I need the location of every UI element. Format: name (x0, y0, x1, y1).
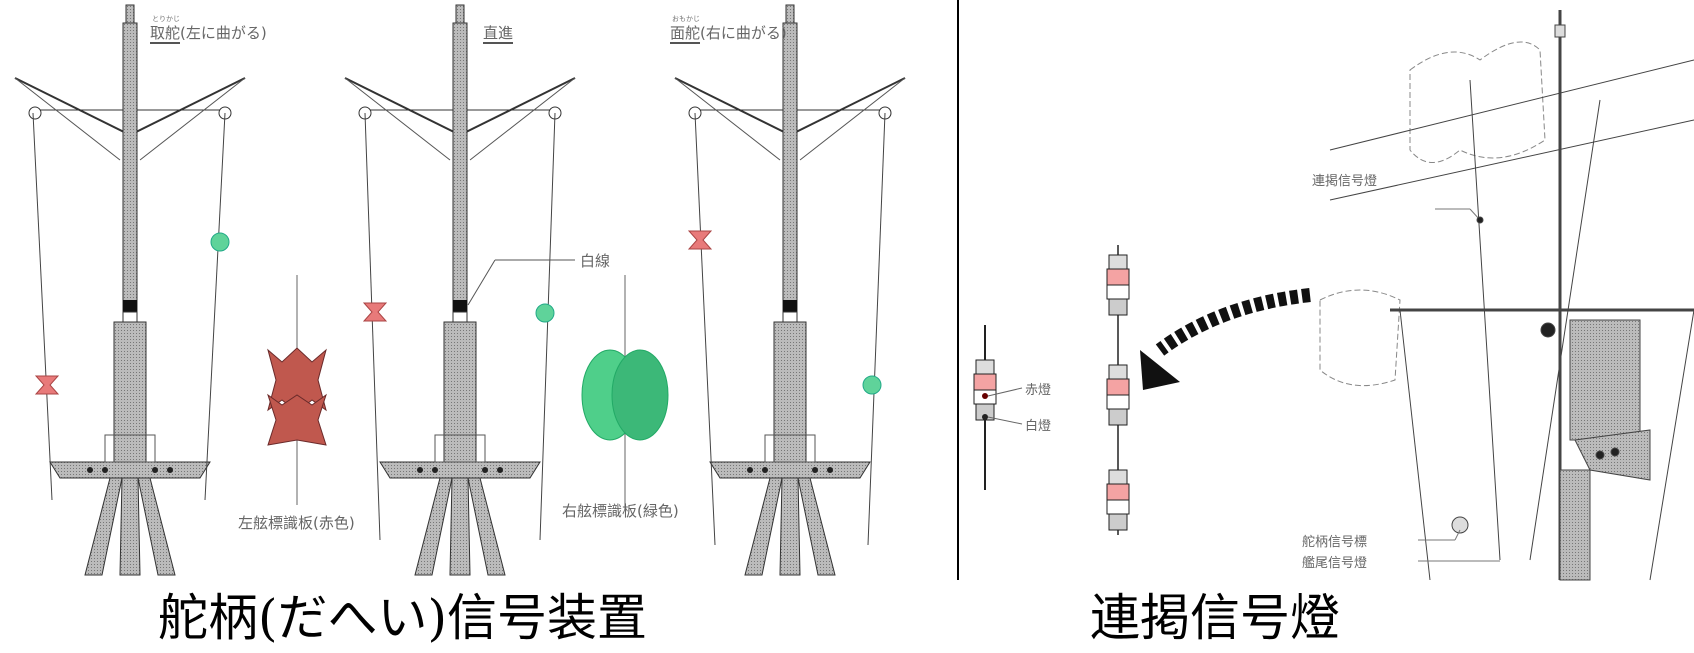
red-signal-raised (35, 375, 59, 395)
starboard-turn-label: 面舵 (670, 24, 701, 44)
red-signal-mid (363, 302, 387, 322)
port-turn-label: 取舵 (150, 24, 181, 44)
port-board-label: 左舷標識板(赤色) (238, 514, 355, 532)
white-line-label: 白線 (580, 252, 611, 270)
starboard-board-label: 右舷標識板(緑色) (562, 502, 679, 520)
right-panel-title: 連掲信号燈 (1090, 589, 1340, 647)
helm-signal-label: 舵柄信号標 (1302, 535, 1368, 550)
starboard-turn-ruby: おもかじ (672, 15, 700, 23)
state-label-straight: 直進 (483, 22, 514, 44)
stern-light-label: 艦尾信号燈 (1302, 556, 1368, 571)
state-label-starboard: 面舵(右に曲がる) (670, 22, 787, 44)
port-turn-ruby: とりかじ (152, 15, 180, 23)
mast-straight (344, 4, 576, 576)
state-label-port: 取舵(左に曲がる) (150, 22, 267, 44)
mast-port-turn (14, 4, 246, 576)
lamp-chain (1106, 245, 1130, 535)
port-turn-note: (左に曲がる) (180, 24, 267, 42)
green-signal-mid (535, 303, 555, 323)
left-panel-title: 舵柄(だへい)信号装置 (158, 589, 648, 647)
starboard-turn-note: (右に曲がる) (700, 24, 787, 42)
red-light-label: 赤燈 (1025, 383, 1052, 398)
straight-label: 直進 (483, 24, 514, 44)
ship-mast-sketch (1319, 10, 1694, 581)
mast-starboard-turn (674, 4, 906, 576)
arrow-icon (1140, 288, 1311, 390)
starboard-board-illustration (581, 275, 669, 510)
white-light-label: 白燈 (1025, 419, 1052, 434)
masthead-signal-label: 連掲信号燈 (1312, 174, 1378, 189)
port-board-illustration (267, 275, 327, 505)
red-signal-lowered (688, 230, 712, 250)
lamp-detail (973, 325, 1023, 490)
green-signal-lowered (210, 232, 230, 252)
green-signal-raised (862, 375, 882, 395)
